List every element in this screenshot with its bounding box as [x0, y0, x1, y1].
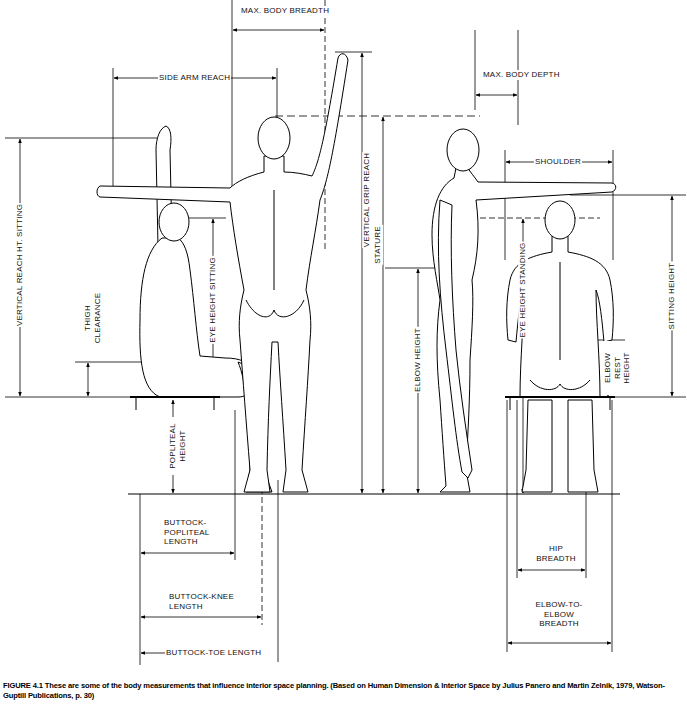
dimension-label: SITTING HEIGHT [667, 262, 677, 331]
dimension-label: STATURE [373, 225, 383, 265]
dimension-label: ELBOW-TO-ELBOW BREADTH [530, 600, 588, 629]
dimension-label: MAX. BODY DEPTH [482, 70, 564, 80]
dimension-label: MAX. BODY BREADTH [240, 6, 332, 16]
dimension-label: BUTTOCK-POPLITEAL LENGTH [163, 518, 221, 547]
dimension-label: ELBOW REST HEIGHT [603, 341, 632, 395]
dimension-label: HIP BREADTH [530, 544, 582, 563]
dimension-label: EYE HEIGHT STANDING [518, 241, 528, 338]
dimension-label: ELBOW HEIGHT [413, 327, 423, 393]
figure-caption: FIGURE 4.1 These are some of the body me… [3, 681, 683, 702]
dimension-label: THIGH CLEARANCE [83, 286, 102, 350]
dimension-label: SHOULDER [534, 157, 582, 167]
dimension-label: BUTTOCK-TOE LENGTH [165, 648, 277, 658]
dimension-label: VERTICAL REACH HT. SITTING [15, 203, 25, 327]
dimension-label: BUTTOCK-KNEE LENGTH [168, 592, 240, 611]
dimension-label: EYE HEIGHT SITTING [208, 256, 218, 344]
dimension-label: POPLITEAL HEIGHT [168, 417, 187, 475]
dimension-label: SIDE ARM REACH [158, 73, 231, 83]
dimension-label: VERTICAL GRIP REACH [362, 152, 372, 248]
